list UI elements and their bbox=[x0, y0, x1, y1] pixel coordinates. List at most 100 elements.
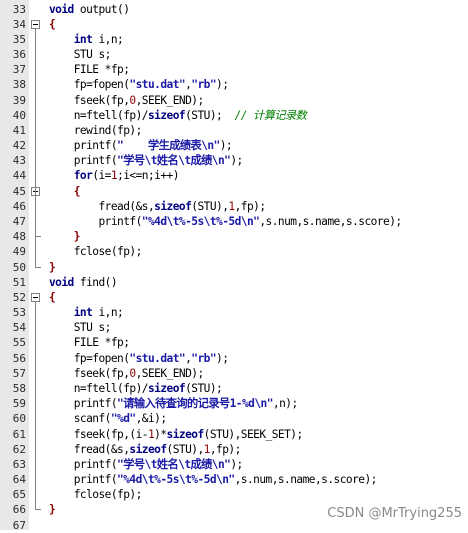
line-code: scanf("%d",&i); bbox=[49, 412, 167, 426]
line-code: fseek(fp,0,SEEK_END); bbox=[49, 366, 204, 380]
line-code: FILE *fp; bbox=[49, 336, 130, 350]
line-number: 39 bbox=[12, 93, 26, 107]
line-number: 63 bbox=[12, 457, 26, 471]
line-code: { bbox=[73, 184, 81, 198]
line-number: 66 bbox=[12, 503, 26, 517]
line-code: fseek(fp,0,SEEK_END); bbox=[49, 93, 204, 107]
line-number: 43 bbox=[12, 154, 26, 168]
line-number: 38 bbox=[12, 78, 26, 92]
code-line[interactable]: 45 { bbox=[0, 184, 468, 199]
code-line[interactable]: 36 STU s; bbox=[0, 47, 468, 62]
line-code: printf("学号\t姓名\t成绩\n"); bbox=[49, 154, 244, 168]
line-code: } bbox=[49, 260, 56, 274]
fold-guide-line bbox=[35, 301, 36, 511]
line-number: 35 bbox=[12, 32, 26, 46]
code-line[interactable]: 63 printf("学号\t姓名\t成绩\n"); bbox=[0, 457, 468, 472]
line-code: n=ftell(fp)/sizeof(STU); bbox=[49, 382, 223, 395]
line-number: 54 bbox=[12, 321, 26, 335]
line-number: 48 bbox=[12, 230, 26, 244]
code-line[interactable]: 47 printf("%4d\t%-5s\t%-5d\n",s.num,s.na… bbox=[0, 214, 468, 229]
fold-guide-line bbox=[35, 28, 36, 268]
line-code: printf("请输入待查询的记录号1-%d\n",n); bbox=[49, 397, 298, 411]
line-number: 59 bbox=[12, 397, 26, 411]
code-line[interactable]: 34{ bbox=[0, 17, 468, 32]
line-number: 33 bbox=[12, 2, 26, 16]
line-code: fread(&s,sizeof(STU),1,fp); bbox=[49, 442, 242, 456]
line-number: 56 bbox=[12, 351, 26, 365]
line-number: 40 bbox=[12, 108, 26, 122]
code-line[interactable]: 56 fp=fopen("stu.dat","rb"); bbox=[0, 351, 468, 366]
code-line[interactable]: 46 fread(&s,sizeof(STU),1,fp); bbox=[0, 199, 468, 214]
code-line[interactable]: 38 fp=fopen("stu.dat","rb"); bbox=[0, 77, 468, 92]
code-line[interactable]: 59 printf("请输入待查询的记录号1-%d\n",n); bbox=[0, 396, 468, 411]
code-line[interactable]: 50} bbox=[0, 260, 468, 275]
line-number: 64 bbox=[12, 473, 26, 487]
code-line[interactable]: 54 STU s; bbox=[0, 320, 468, 335]
code-line[interactable]: 37 FILE *fp; bbox=[0, 62, 468, 77]
fold-toggle-icon[interactable] bbox=[31, 292, 40, 302]
line-code: } bbox=[49, 503, 56, 517]
code-line[interactable]: 44 for(i=1;i<=n;i++) bbox=[0, 168, 468, 183]
line-code: printf("%4d\t%-5s\t%-5d\n",s.num,s.name,… bbox=[49, 473, 378, 487]
line-number: 45 bbox=[12, 184, 26, 198]
fold-guide-line bbox=[35, 195, 36, 238]
code-line[interactable]: 67 bbox=[0, 518, 468, 533]
line-code: printf("%4d\t%-5s\t%-5d\n",s.num,s.name,… bbox=[49, 215, 402, 229]
code-line[interactable]: 64 printf("%4d\t%-5s\t%-5d\n",s.num,s.na… bbox=[0, 472, 468, 487]
line-code: { bbox=[49, 290, 56, 304]
line-number-gutter bbox=[0, 0, 29, 530]
line-code: void output() bbox=[49, 2, 130, 16]
watermark: CSDN @MrTrying255 bbox=[327, 506, 462, 521]
code-line[interactable]: 40 n=ftell(fp)/sizeof(STU); // 计算记录数 bbox=[0, 108, 468, 123]
code-line[interactable]: 33 void output() bbox=[0, 2, 468, 17]
code-line[interactable]: 43 printf("学号\t姓名\t成绩\n"); bbox=[0, 153, 468, 168]
line-code: int i,n; bbox=[73, 306, 124, 320]
line-number: 61 bbox=[12, 427, 26, 441]
code-line[interactable]: 66} bbox=[0, 502, 468, 517]
code-line[interactable]: 58 n=ftell(fp)/sizeof(STU); bbox=[0, 381, 468, 396]
line-number: 55 bbox=[12, 336, 26, 350]
code-line[interactable]: 41 rewind(fp); bbox=[0, 123, 468, 138]
line-code: STU s; bbox=[49, 48, 112, 62]
line-code: } bbox=[73, 230, 81, 244]
line-code: n=ftell(fp)/sizeof(STU); // 计算记录数 bbox=[49, 108, 307, 122]
line-number: 52 bbox=[12, 290, 26, 304]
line-code: FILE *fp; bbox=[49, 63, 130, 77]
fold-end-marker bbox=[35, 236, 41, 238]
code-line[interactable]: 65 fclose(fp); bbox=[0, 487, 468, 502]
code-line[interactable]: 55 FILE *fp; bbox=[0, 335, 468, 350]
code-line[interactable]: 61 fseek(fp,(i-1)*sizeof(STU),SEEK_SET); bbox=[0, 427, 468, 442]
line-number: 53 bbox=[12, 306, 26, 320]
line-code: fp=fopen("stu.dat","rb"); bbox=[49, 351, 229, 365]
code-line[interactable]: 48 } bbox=[0, 229, 468, 244]
line-number: 57 bbox=[12, 366, 26, 380]
line-number: 37 bbox=[12, 63, 26, 77]
line-code: fp=fopen("stu.dat","rb"); bbox=[49, 78, 229, 92]
line-code: printf("学号\t姓名\t成绩\n"); bbox=[49, 457, 244, 471]
code-line[interactable]: 35 int i,n; bbox=[0, 32, 468, 47]
code-line[interactable]: 42 printf(" 学生成绩表\n"); bbox=[0, 138, 468, 153]
code-line[interactable]: 60 scanf("%d",&i); bbox=[0, 411, 468, 426]
code-line[interactable]: 57 fseek(fp,0,SEEK_END); bbox=[0, 366, 468, 381]
line-number: 62 bbox=[12, 442, 26, 456]
code-line[interactable]: 52 { bbox=[0, 290, 468, 305]
line-number: 44 bbox=[12, 169, 26, 183]
line-code: for(i=1;i<=n;i++) bbox=[73, 169, 180, 183]
line-number: 42 bbox=[12, 139, 26, 153]
code-line[interactable]: 53 int i,n; bbox=[0, 305, 468, 320]
code-line[interactable]: 62 fread(&s,sizeof(STU),1,fp); bbox=[0, 442, 468, 457]
line-number: 65 bbox=[12, 488, 26, 502]
code-line[interactable]: 39 fseek(fp,0,SEEK_END); bbox=[0, 93, 468, 108]
fold-end-marker bbox=[35, 509, 41, 511]
fold-toggle-icon[interactable] bbox=[31, 19, 40, 29]
fold-end-marker bbox=[35, 266, 41, 268]
fold-margin bbox=[29, 0, 43, 530]
code-line[interactable]: 49 fclose(fp); bbox=[0, 244, 468, 259]
line-number: 34 bbox=[12, 17, 26, 31]
line-number: 58 bbox=[12, 382, 26, 395]
line-number: 36 bbox=[12, 48, 26, 62]
line-code: int i,n; bbox=[73, 32, 124, 46]
line-number: 51 bbox=[12, 275, 26, 289]
